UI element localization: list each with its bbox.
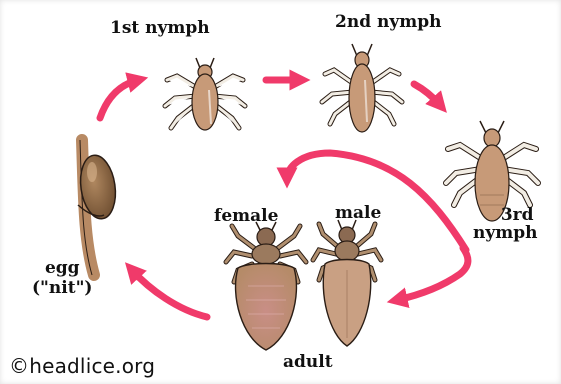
label-female: female <box>214 208 278 225</box>
label-3rd-nymph-line2: nymph <box>473 224 537 242</box>
arrow-egg-to-1st-nymph <box>100 80 138 118</box>
label-egg-line2: ("nit") <box>32 278 92 298</box>
label-egg-line1: egg <box>32 258 92 278</box>
label-3rd-nymph: 3rd nymph <box>473 206 537 242</box>
arrow-adult-to-egg <box>132 270 207 317</box>
first-nymph-illustration <box>165 58 245 130</box>
credit-text: ©headlice.org <box>9 354 155 378</box>
label-1st-nymph: 1st nymph <box>110 20 210 37</box>
arrow-3rd-nymph-molt-loop <box>287 153 466 250</box>
adult-female-illustration <box>226 222 306 350</box>
label-3rd-nymph-line1: 3rd <box>473 206 537 224</box>
label-2nd-nymph: 2nd nymph <box>335 14 441 31</box>
label-adult: adult <box>283 354 333 371</box>
egg-nit-illustration <box>77 140 120 275</box>
label-male: male <box>335 205 381 222</box>
arrow-2nd-to-3rd-nymph <box>414 84 440 105</box>
label-egg: egg ("nit") <box>32 258 92 298</box>
arrow-3rd-nymph-to-adult <box>397 248 468 300</box>
adult-male-illustration <box>313 220 381 346</box>
second-nymph-illustration <box>322 44 402 132</box>
